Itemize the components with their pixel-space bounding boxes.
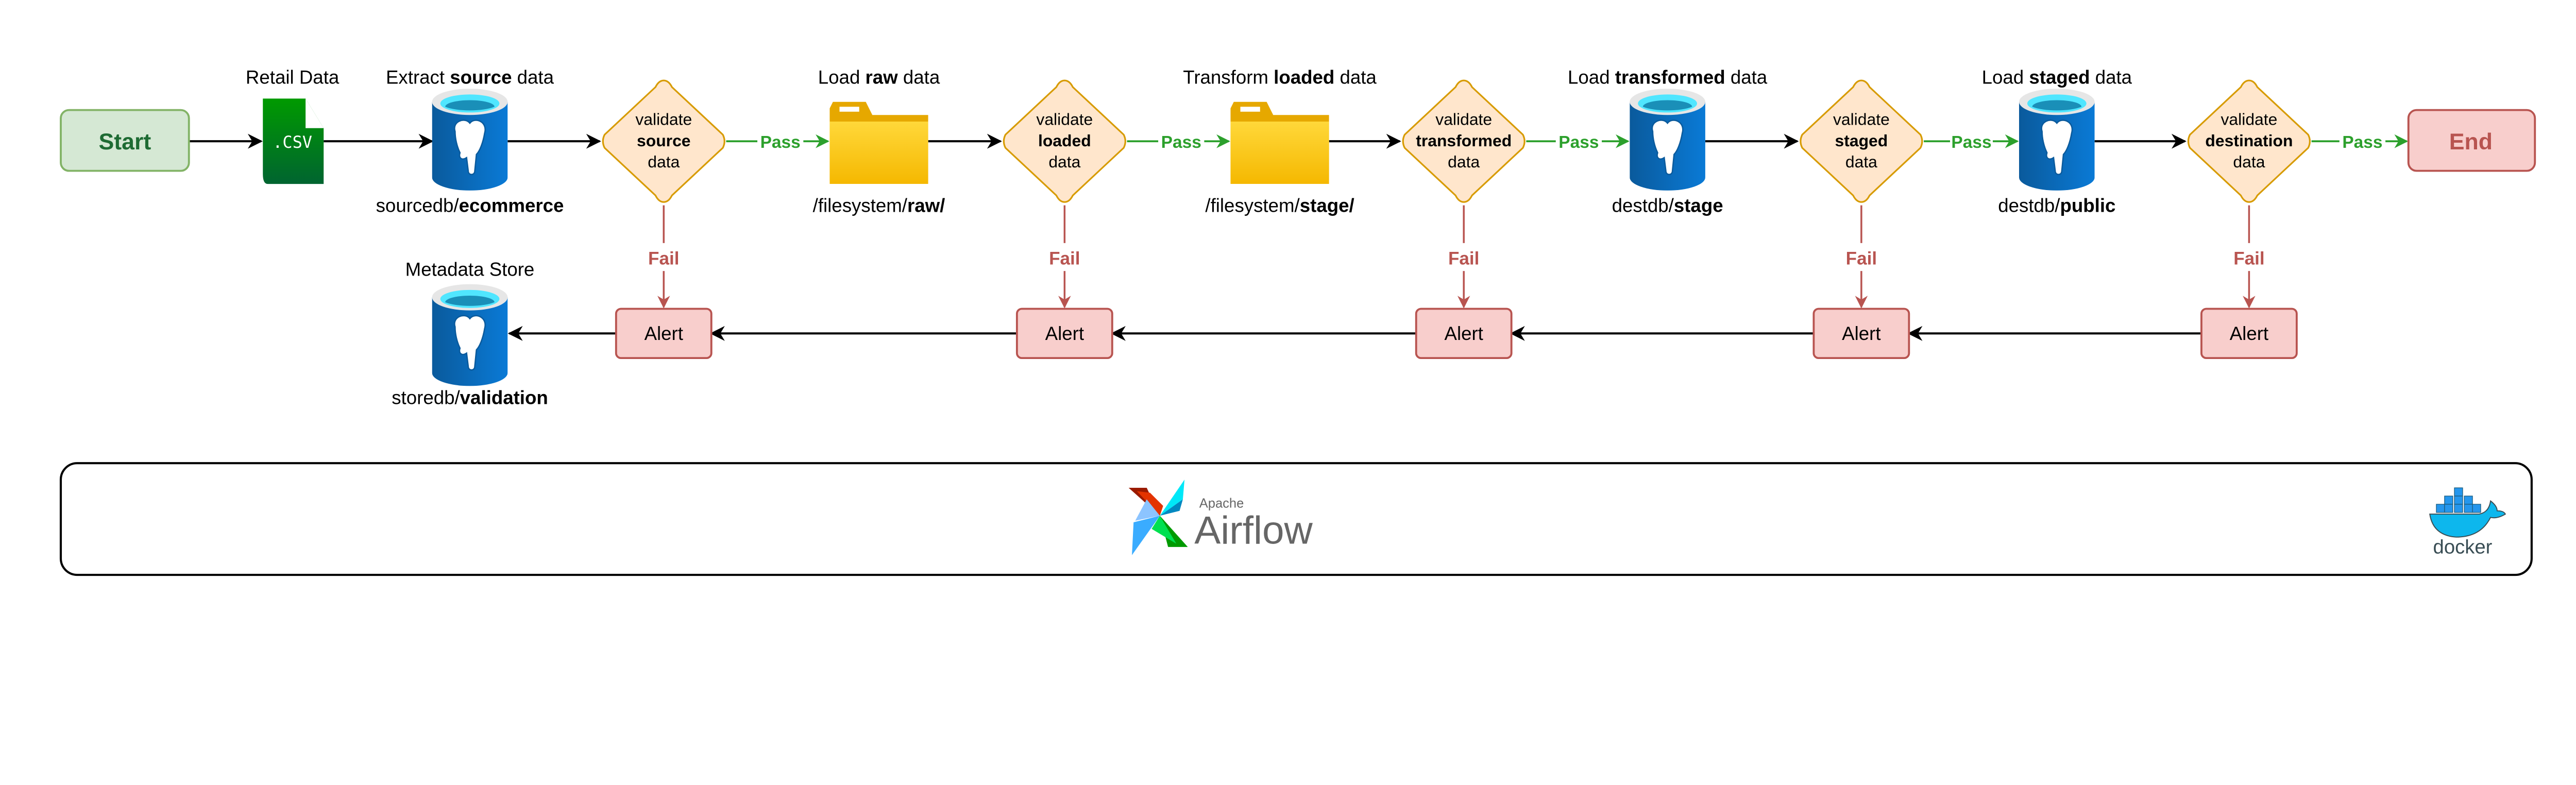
extract-title: Extract source data	[386, 67, 554, 88]
platform-container: Apache Airflow docker	[59, 462, 2533, 576]
airflow-apache-text: Apache	[1199, 496, 1244, 510]
folder-icon	[1230, 102, 1329, 184]
pass-labels: Pass Pass Pass Pass Pass	[760, 133, 2383, 152]
svg-text:Alert: Alert	[645, 323, 683, 344]
svg-text:destination: destination	[2205, 131, 2293, 150]
postgresql-database-icon	[432, 89, 508, 191]
svg-text:data: data	[1845, 152, 1877, 171]
pass-label: Pass	[1558, 133, 1599, 152]
alert-node[interactable]: Alert	[1812, 308, 1910, 360]
validate-transformed-node[interactable]: validate transformed data	[1402, 79, 1526, 203]
svg-text:Alert: Alert	[1045, 323, 1084, 344]
svg-text:data: data	[2233, 152, 2265, 171]
alert-node[interactable]: Alert	[615, 308, 713, 360]
fail-label: Fail	[1049, 248, 1080, 268]
metadata-location: storedb/validation	[392, 387, 548, 408]
svg-text:validate: validate	[635, 110, 692, 128]
svg-text:validate: validate	[1036, 110, 1093, 128]
fail-label: Fail	[2233, 248, 2264, 268]
svg-text:Alert: Alert	[1842, 323, 1880, 344]
extract-node[interactable]: Extract source data sourcedb/ecommerce	[376, 67, 564, 216]
validate-loaded-node[interactable]: validate loaded data	[1003, 79, 1126, 203]
pass-label: Pass	[1161, 133, 1201, 152]
postgresql-database-icon	[2019, 89, 2095, 191]
retail-data-node[interactable]: Retail Data .CSV	[246, 67, 340, 184]
docker-whale-icon	[2429, 487, 2506, 538]
postgresql-database-icon	[1630, 89, 1705, 191]
retail-data-title: Retail Data	[246, 67, 340, 88]
airflow-text: Airflow	[1194, 508, 1313, 552]
pipeline-diagram: Pass Pass Pass Pass Pass Fail Fail Fail …	[59, 67, 2536, 576]
transform-node[interactable]: Transform loaded data /filesystem/stage/	[1183, 67, 1377, 216]
metadata-title: Metadata Store	[405, 259, 535, 280]
svg-text:source: source	[637, 131, 691, 150]
alert-node[interactable]: Alert	[1015, 308, 1113, 360]
transform-title: Transform loaded data	[1183, 67, 1377, 88]
validate-destination-node[interactable]: validate destination data	[2187, 79, 2311, 203]
svg-text:validate: validate	[1833, 110, 1890, 128]
load-raw-title: Load raw data	[818, 67, 940, 88]
fail-label: Fail	[1448, 248, 1479, 268]
fail-labels: Fail Fail Fail Fail Fail	[648, 248, 2265, 268]
svg-text:.CSV: .CSV	[273, 132, 312, 152]
validate-source-node[interactable]: validate source data	[602, 79, 725, 203]
start-node[interactable]: Start	[60, 109, 190, 172]
svg-text:loaded: loaded	[1038, 131, 1091, 150]
load-transformed-location: destdb/stage	[1612, 195, 1723, 216]
csv-file-icon: .CSV	[263, 98, 324, 184]
svg-text:staged: staged	[1835, 131, 1888, 150]
start-label: Start	[99, 129, 151, 155]
metadata-store-node[interactable]: Metadata Store storedb/validation	[392, 259, 548, 408]
pass-label: Pass	[1951, 133, 1991, 152]
svg-text:Alert: Alert	[1445, 323, 1483, 344]
validate-staged-node[interactable]: validate staged data	[1800, 79, 1923, 203]
docker-logo: docker	[2429, 487, 2506, 558]
svg-text:data: data	[1048, 152, 1080, 171]
load-transformed-node[interactable]: Load transformed data destdb/stage	[1568, 67, 1768, 216]
alert-node[interactable]: Alert	[2200, 308, 2298, 360]
transform-location: /filesystem/stage/	[1205, 195, 1354, 216]
end-node[interactable]: End	[2407, 109, 2536, 172]
fail-edges	[657, 205, 2256, 309]
svg-text:data: data	[648, 152, 680, 171]
pass-label: Pass	[760, 133, 801, 152]
load-staged-node[interactable]: Load staged data destdb/public	[1982, 67, 2132, 216]
fail-label: Fail	[1846, 248, 1877, 268]
svg-text:Alert: Alert	[2230, 323, 2268, 344]
postgresql-database-icon	[432, 284, 508, 386]
extract-location: sourcedb/ecommerce	[376, 195, 564, 216]
load-raw-node[interactable]: Load raw data /filesystem/raw/	[813, 67, 945, 216]
alert-node[interactable]: Alert	[1415, 308, 1513, 360]
pass-label: Pass	[2342, 133, 2382, 152]
load-staged-location: destdb/public	[1998, 195, 2115, 216]
svg-text:validate: validate	[2221, 110, 2277, 128]
load-transformed-title: Load transformed data	[1568, 67, 1768, 88]
folder-icon	[829, 102, 928, 184]
svg-text:validate: validate	[1435, 110, 1492, 128]
svg-text:data: data	[1448, 152, 1480, 171]
svg-text:transformed: transformed	[1416, 131, 1512, 150]
fail-label: Fail	[648, 248, 679, 268]
load-raw-location: /filesystem/raw/	[813, 195, 945, 216]
end-label: End	[2449, 129, 2493, 155]
load-staged-title: Load staged data	[1982, 67, 2132, 88]
docker-text: docker	[2433, 536, 2493, 558]
